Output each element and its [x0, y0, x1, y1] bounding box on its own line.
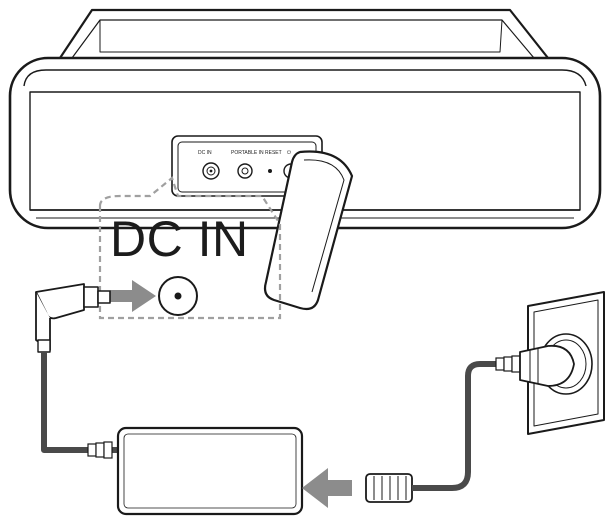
- callout-zoom: [98, 176, 282, 320]
- dc-plug: [35, 283, 111, 353]
- arrow-to-adapter: [302, 468, 352, 508]
- panel-label-reset: RESET: [265, 150, 282, 156]
- panel-label-power: ⏻: [287, 150, 291, 156]
- cable-strain-relief: [87, 441, 113, 459]
- port-panel: DC IN PORTABLE IN RESET ⏻: [171, 135, 323, 197]
- port-cover-flap: [263, 150, 354, 311]
- arrow-to-dc-jack: [110, 280, 156, 312]
- ac-connector: [365, 473, 413, 503]
- dc-in-label: DC IN: [110, 211, 249, 267]
- panel-label-portable-in: PORTABLE IN: [231, 150, 264, 156]
- ac-cable-strain-relief: [495, 355, 521, 373]
- panel-label-dc-in: DC IN: [198, 150, 212, 156]
- dc-jack-magnified: [158, 276, 198, 316]
- wall-plug: [519, 344, 575, 387]
- dc-cable: [41, 352, 120, 453]
- power-adapter: [116, 426, 304, 516]
- ac-cable: [412, 361, 520, 491]
- portable-in-jack: [237, 163, 253, 179]
- reset-hole: [268, 169, 272, 173]
